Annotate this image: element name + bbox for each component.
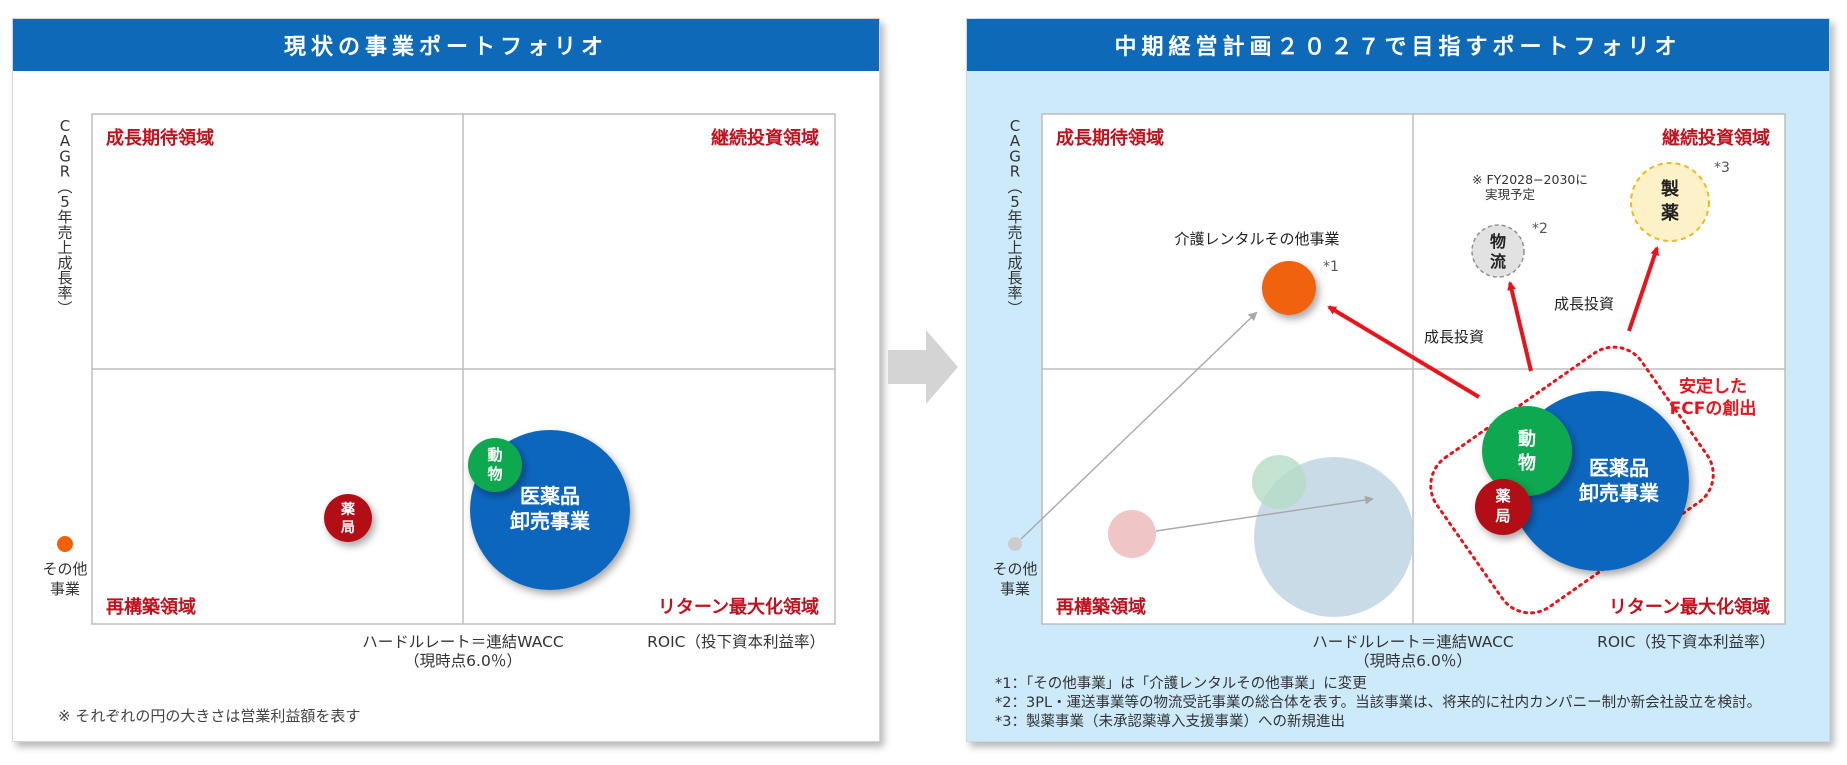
pharmacy-label-1: 薬 [1494, 487, 1510, 505]
pharmacy-bubble [324, 494, 372, 542]
animal-health-previous-position [1252, 455, 1306, 509]
x-axis-label: ROIC（投下資本利益率） [1597, 633, 1775, 651]
logistics-footnote-mark: *2 [1532, 221, 1548, 237]
quadrant-restructuring: 再構築領域 [106, 596, 196, 618]
pharma-manufacturing-bubble [1630, 162, 1710, 242]
care-rental-label: 介護レンタルその他事業 [1174, 230, 1339, 248]
fy-realization-note-1: ※ FY2028−2030に [1472, 172, 1588, 187]
pharmacy-label-1: 薬 [341, 501, 355, 518]
current-portfolio-title: 現状の事業ポートフォリオ [13, 19, 879, 71]
quadrant-return-maximization: リターン最大化領域 [658, 596, 819, 618]
other-business-bubble [57, 536, 73, 552]
wholesale-label-1: 医薬品 [520, 484, 580, 508]
fcf-label-2: FCFの創出 [1670, 398, 1757, 419]
fcf-label-1: 安定した [1679, 376, 1747, 397]
quadrant-continued-investment: 継続投資領域 [1662, 127, 1770, 149]
other-business-previous-position [1008, 537, 1022, 551]
hurdle-rate-label: ハードルレート＝連結WACC [1312, 633, 1513, 651]
care-rental-footnote-mark: *1 [1323, 259, 1339, 275]
hurdle-rate-note: （現時点6.0％） [1354, 652, 1472, 670]
bubble-size-note: ※ それぞれの円の大きさは営業利益額を表す [58, 707, 360, 725]
other-business-label-1: その他 [992, 560, 1037, 578]
animal-health-bubble [468, 438, 522, 492]
pharma-manufacturing-footnote-mark: *3 [1714, 160, 1730, 176]
other-to-care-rental-arrow [1020, 311, 1258, 540]
quadrant-growth-expected: 成長期待領域 [1056, 127, 1164, 149]
pharmacy-previous-position [1108, 510, 1156, 558]
footnote-1: *1：「その他事業」は「介護レンタルその他事業」に変更 [995, 675, 1367, 692]
hurdle-rate-label: ハードルレート＝連結WACC [362, 633, 563, 651]
x-axis-label: ROIC（投下資本利益率） [647, 633, 825, 651]
other-business-label-2: 事業 [50, 580, 80, 598]
other-business-label-1: その他 [42, 560, 87, 578]
animal-health-bubble [1482, 406, 1572, 496]
pharma-manufacturing-label-2: 薬 [1661, 203, 1679, 224]
logistics-bubble [1471, 224, 1525, 278]
fy-realization-note-2: 実現予定 [1485, 187, 1535, 202]
pharma-manufacturing-investment-arrow [1627, 246, 1660, 332]
fcf-generation-outline [1429, 345, 1715, 615]
growth-investment-label-2: 成長投資 [1554, 295, 1614, 313]
logistics-label-1: 物 [1490, 232, 1506, 251]
animal-health-label-1: 動 [1518, 428, 1536, 450]
growth-investment-label-1: 成長投資 [1424, 328, 1484, 346]
footnote-2: *2：3PL・運送事業等の物流受託事業の総合体を表す。当該事業は、将来的に社内カ… [995, 693, 1761, 711]
transition-arrow-icon [888, 330, 958, 404]
animal-health-label-1: 動 [487, 446, 502, 464]
pharma-manufacturing-label-1: 製 [1660, 179, 1679, 200]
pharmacy-label-2: 局 [341, 520, 355, 536]
wholesale-label-2: 卸売事業 [1579, 481, 1660, 505]
wholesale-label-1: 医薬品 [1589, 456, 1649, 480]
care-rental-investment-arrow [1327, 305, 1481, 399]
hurdle-rate-note: （現時点6.0％） [404, 652, 522, 670]
wholesale-label-2: 卸売事業 [510, 509, 591, 533]
other-business-label-2: 事業 [1000, 580, 1030, 598]
logistics-label-2: 流 [1490, 252, 1506, 271]
footnote-3: *3：製薬事業（未承認薬導入支援事業）への新規進出 [995, 713, 1345, 730]
quadrant-continued-investment: 継続投資領域 [711, 127, 819, 149]
pharmacy-label-2: 局 [1494, 507, 1510, 525]
care-rental-bubble [1262, 261, 1316, 315]
animal-health-label-2: 物 [1518, 452, 1536, 474]
logistics-investment-arrow [1507, 281, 1533, 372]
target-portfolio-title: 中期経営計画２０２７で目指すポートフォリオ [967, 19, 1829, 71]
quadrant-growth-expected: 成長期待領域 [106, 127, 214, 149]
quadrant-restructuring: 再構築領域 [1056, 596, 1146, 618]
quadrant-return-maximization: リターン最大化領域 [1609, 596, 1770, 618]
pharmacy-bubble [1475, 479, 1531, 535]
pharmacy-move-arrow [1155, 495, 1374, 532]
animal-health-label-2: 物 [487, 465, 502, 483]
